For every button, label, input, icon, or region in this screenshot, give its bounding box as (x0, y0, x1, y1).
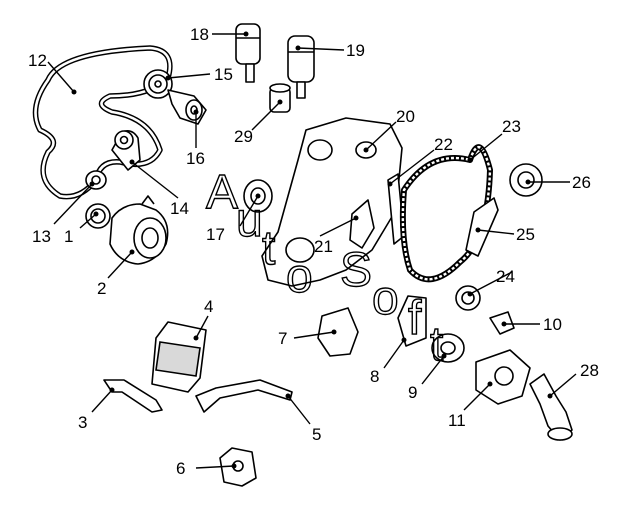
crank-sprocket (455, 285, 481, 311)
oil-pump (475, 349, 531, 405)
camshaft-sprocket (509, 163, 543, 197)
alternator (109, 195, 169, 265)
watermark-letter: f (408, 292, 422, 345)
callout-28: 28 (580, 361, 599, 380)
callout-24: 24 (496, 267, 515, 286)
oil-pipe-left (103, 379, 163, 413)
callout-13: 13 (32, 227, 51, 246)
callout-18: 18 (190, 25, 209, 44)
callout-20: 20 (396, 107, 415, 126)
callout-3: 3 (78, 413, 87, 432)
callout-6: 6 (176, 459, 185, 478)
bushing (269, 83, 291, 113)
watermark-letter: o (286, 250, 313, 303)
callout-21: 21 (314, 237, 333, 256)
callout-25: 25 (516, 225, 535, 244)
chain-guide (349, 199, 375, 249)
callout-26: 26 (572, 173, 591, 192)
callout-labels: 1 2 3 4 5 6 7 8 9 10 11 12 13 14 15 16 1… (28, 25, 599, 478)
callout-22: 22 (434, 135, 453, 154)
oil-pump-gear (431, 333, 465, 363)
callout-9: 9 (408, 383, 417, 402)
crankshaft-sensor (287, 35, 315, 99)
callout-11: 11 (448, 411, 466, 430)
callout-8: 8 (370, 367, 379, 386)
timing-cover (261, 117, 403, 287)
callout-23: 23 (502, 117, 521, 136)
cover-piece (317, 307, 359, 357)
oil-cooler (151, 321, 207, 393)
leader-lines (47, 33, 577, 469)
callout-4: 4 (204, 297, 213, 316)
callout-7: 7 (278, 329, 287, 348)
timing-chain (399, 144, 493, 283)
drive-belt (32, 45, 173, 200)
watermark: A u t o S o f t (205, 165, 444, 371)
callout-17: 17 (206, 225, 225, 244)
callout-10: 10 (543, 315, 562, 334)
watermark-letter: t (262, 222, 275, 275)
watermark-letter: A (206, 166, 238, 219)
watermark-letter: o (372, 272, 399, 325)
oil-pipe-right (195, 379, 293, 413)
oil-pickup-tube (529, 373, 573, 441)
callout-12: 12 (28, 51, 47, 70)
callout-19: 19 (346, 41, 365, 60)
callout-2: 2 (97, 279, 106, 298)
callout-1: 1 (64, 227, 73, 246)
engine-mount (219, 447, 257, 487)
callout-15: 15 (214, 65, 233, 84)
alternator-pulley (85, 203, 111, 229)
watermark-letter: u (236, 194, 263, 247)
water-pump-pulley (143, 69, 173, 99)
callout-16: 16 (186, 149, 205, 168)
callout-14: 14 (170, 199, 189, 218)
fixed-guide (465, 197, 499, 257)
watermark-letter: S (340, 244, 372, 297)
water-pump (167, 89, 207, 125)
callout-5: 5 (312, 425, 321, 444)
watermark-letter: t (430, 318, 443, 371)
callout-29: 29 (234, 127, 253, 146)
leader-dots (71, 31, 553, 469)
